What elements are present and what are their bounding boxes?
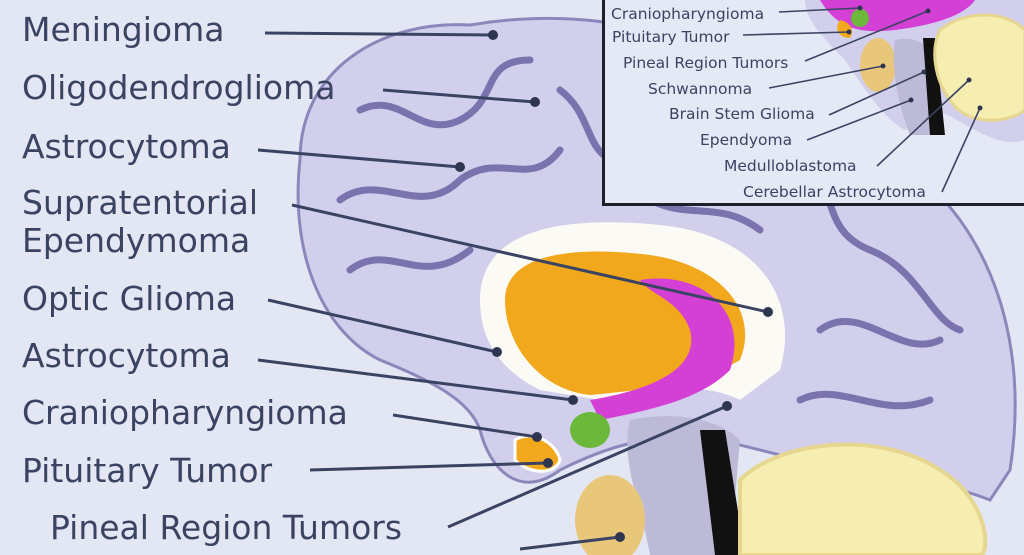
leader-lines [257, 31, 769, 551]
inset-panel: Craniopharyngioma Pituitary Tumor Pineal… [602, 0, 1024, 206]
optic-green [570, 412, 610, 448]
label-pituitary-tumor: Pituitary Tumor [22, 451, 273, 490]
label-pineal-region-tumors: Pineal Region Tumors [50, 508, 403, 547]
inset-label-ependyoma: Ependyoma [700, 131, 793, 149]
label-ependymoma: Ependymoma [22, 221, 251, 260]
inset-label-pituitary-tumor: Pituitary Tumor [612, 28, 730, 46]
ventricle [590, 278, 735, 420]
fourth-ventricle [700, 430, 745, 555]
label-optic-glioma: Optic Glioma [22, 279, 237, 318]
label-astrocytoma-2: Astrocytoma [22, 336, 231, 375]
label-craniopharyngioma: Craniopharyngioma [22, 393, 348, 432]
label-supratentorial: Supratentorial [22, 183, 259, 222]
inset-label-pineal-region-tumors: Pineal Region Tumors [623, 54, 789, 72]
cerebellum [738, 442, 988, 555]
inset-illustration [742, 0, 1024, 193]
label-meningioma: Meningioma [22, 10, 225, 49]
inset-label-brain-stem-glioma: Brain Stem Glioma [669, 105, 815, 123]
leader-dots [455, 30, 773, 542]
label-oligodendroglioma: Oligodendroglioma [22, 68, 336, 107]
inset-label-schwannoma: Schwannoma [648, 80, 753, 98]
pons-schwannoma [575, 475, 645, 555]
inset-label-cerebellar-astrocytoma: Cerebellar Astrocytoma [743, 183, 926, 201]
inset-label-craniopharyngioma: Craniopharyngioma [611, 5, 765, 23]
inset-label-medulloblastoma: Medulloblastoma [724, 157, 857, 175]
label-astrocytoma: Astrocytoma [22, 127, 231, 166]
